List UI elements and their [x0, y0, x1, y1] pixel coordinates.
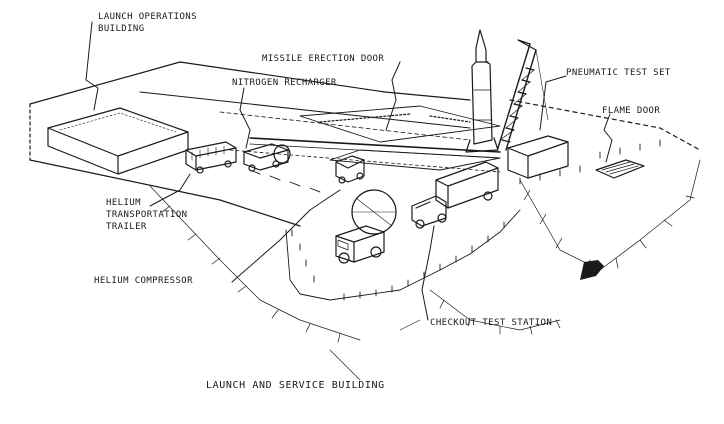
pneumatic-test-set	[507, 135, 569, 179]
label-launch-operations-building-1: LAUNCH OPERATIONS	[98, 12, 197, 22]
label-flame-door: FLAME DOOR	[602, 106, 661, 116]
erector-crane	[497, 39, 549, 151]
label-nitrogen-recharger: NITROGEN RECHARGER	[232, 78, 337, 88]
label-helium-transport-3: TRAILER	[106, 222, 147, 232]
label-helium-transport-2: TRANSPORTATION	[106, 210, 188, 220]
flame-door	[595, 159, 645, 179]
label-helium-compressor: HELIUM COMPRESSOR	[94, 276, 193, 286]
label-launch-and-service-building: LAUNCH AND SERVICE BUILDING	[206, 380, 385, 391]
label-launch-operations-building-2: BUILDING	[98, 24, 145, 34]
launch-operations-building	[47, 107, 189, 175]
service-deck	[249, 105, 501, 171]
label-helium-transport-1: HELIUM	[106, 198, 141, 208]
service-van	[335, 155, 365, 184]
helium-transportation-trailer	[185, 141, 237, 174]
label-missile-erection-door: MISSILE ERECTION DOOR	[262, 54, 385, 64]
helium-compressor	[335, 189, 397, 264]
leader-lines	[85, 21, 613, 321]
perimeter-fence	[249, 139, 661, 301]
label-checkout-test-station: CHECKOUT TEST STATION	[430, 318, 553, 328]
nitrogen-recharger	[243, 143, 291, 172]
missile	[465, 29, 499, 153]
embankments	[149, 159, 701, 381]
label-pneumatic-test-set: PNEUMATIC TEST SET	[566, 68, 671, 78]
checkout-test-station	[411, 161, 499, 229]
